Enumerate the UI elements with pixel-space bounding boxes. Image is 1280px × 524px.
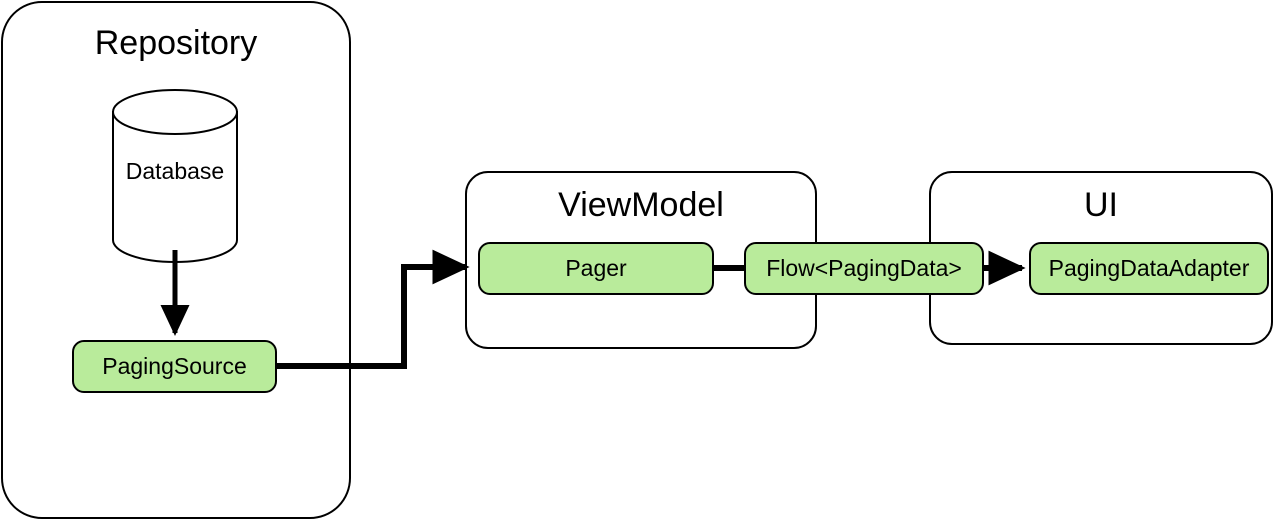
node-paging-data-adapter-box[interactable] [1029,242,1269,295]
node-label-paging-source[interactable]: PagingSource [102,353,247,379]
edge-paging-source-to-pager [276,249,470,369]
node-label-database: Database [125,158,225,184]
node-paging-source-box[interactable] [72,340,277,393]
database-cylinder-shape [112,89,238,263]
node-pager-box[interactable] [478,242,714,295]
node-flow-paging-data-box[interactable] [744,242,984,295]
node-label-pager[interactable]: Pager [565,255,627,281]
node-label-paging-data-adapter[interactable]: PagingDataAdapter [1048,255,1250,281]
group-label-viewmodel: ViewModel [558,186,724,224]
node-label-flow-paging-data[interactable]: Flow<PagingData> [766,255,962,281]
group-label-repository: Repository [94,24,258,62]
group-label-ui: UI [1084,186,1118,224]
